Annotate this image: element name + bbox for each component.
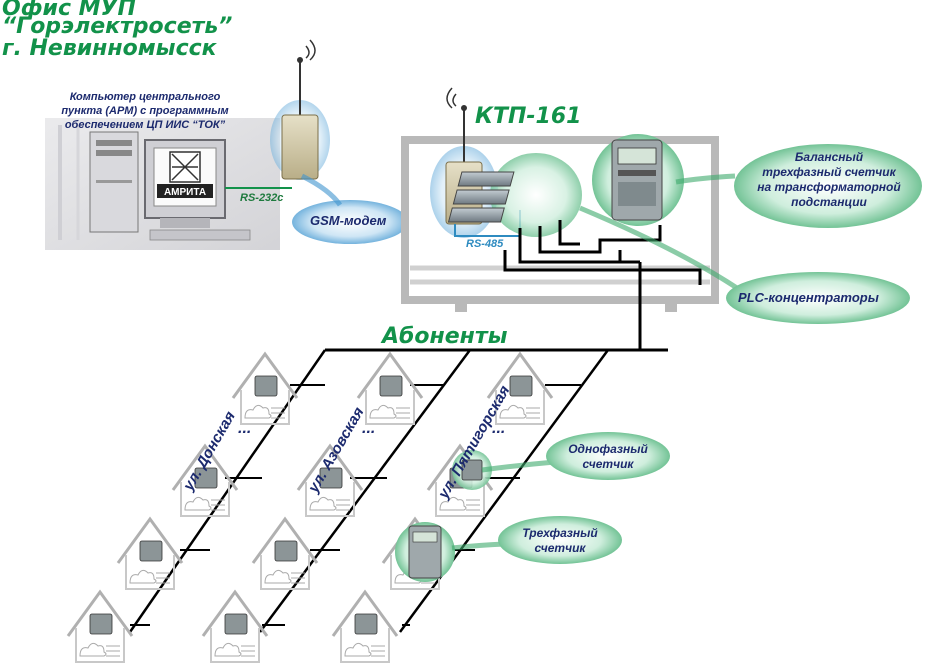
single-phase-caption-line: счетчик — [582, 457, 634, 471]
meter-icon — [254, 375, 278, 397]
gsm-modem-label: GSM-модем — [310, 213, 387, 228]
plc-concentrators — [447, 153, 582, 237]
antenna-signal-icon — [305, 39, 316, 61]
house-icon — [356, 351, 424, 425]
single-phase-caption-line: Однофазный — [568, 442, 648, 456]
balance-meter-caption-line: Балансный — [794, 150, 864, 164]
balance-meter-caption-line: трехфазный счетчик — [762, 165, 896, 179]
rs485-label: RS-485 — [466, 238, 504, 250]
meter-icon — [379, 375, 403, 397]
substation-antenna-signal-icon — [446, 87, 457, 109]
ellipsis-pyatigorskaya: ... — [492, 420, 506, 437]
balance-meter-caption-line: подстанции — [791, 195, 867, 209]
balance-meter-caption-line: на трансформаторной — [757, 180, 901, 194]
computer-caption-line: обеспечением ЦП ИИС “ТОК” — [64, 119, 226, 131]
balance-meter-caption: Балансный трехфазный счетчик на трансфор… — [734, 150, 924, 210]
gsm-callout-bubble — [292, 200, 408, 244]
single-phase-caption: Однофазный счетчик — [552, 442, 664, 472]
three-phase-callout — [498, 516, 622, 564]
house-icon — [296, 443, 364, 517]
meter-icon — [89, 613, 113, 635]
house-icon — [171, 443, 239, 517]
computer-caption-line: Компьютер центрального — [69, 91, 221, 103]
office-title-line2: “Горэлектросеть” — [2, 14, 233, 39]
meter-icon — [509, 375, 533, 397]
balance-meter-callout — [734, 144, 922, 228]
house-icon — [331, 589, 399, 663]
substation-wiring — [503, 220, 702, 350]
meter-icon — [354, 613, 378, 635]
plc-callout — [726, 272, 910, 324]
three-phase-caption-line: Трехфазный — [522, 526, 598, 540]
three-phase-meter — [395, 522, 455, 582]
single-phase-callout — [546, 432, 670, 480]
house-icon — [201, 589, 269, 663]
ellipsis-donskaya: ... — [238, 420, 252, 437]
house-icon — [486, 351, 554, 425]
computer-caption-line: пункта (АРМ) с программным — [61, 105, 229, 117]
office-computer-photo — [45, 118, 280, 250]
meter-icon — [194, 467, 218, 489]
meter-icon — [319, 467, 343, 489]
office-title-line3: г. Невинномысск — [2, 36, 217, 61]
house-icon — [66, 589, 134, 663]
office-gsm-modem — [270, 57, 330, 180]
house-icon — [251, 516, 319, 590]
rs232-label: RS-232c — [240, 192, 284, 204]
meter-icon — [274, 540, 298, 562]
house-icon — [231, 351, 299, 425]
office-title-line1: Офис МУП — [2, 0, 136, 21]
monitor-logo-text: АМРИТА — [164, 187, 206, 198]
ellipsis-azovskaya: ... — [362, 420, 376, 437]
balance-three-phase-meter — [592, 134, 684, 226]
houses-group — [66, 351, 554, 663]
plc-concentrators-label: PLC-концентраторы — [738, 290, 879, 305]
house-icon — [116, 516, 184, 590]
meter-icon — [139, 540, 163, 562]
three-phase-caption-line: счетчик — [534, 541, 586, 555]
substation-title: КТП-161 — [475, 104, 582, 129]
three-phase-caption: Трехфазный счетчик — [504, 526, 616, 556]
computer-caption: Компьютер центрального пункта (АРМ) с пр… — [35, 90, 255, 132]
street-feeders — [128, 349, 610, 633]
subscribers-label: Абоненты — [382, 324, 508, 349]
house-taps — [130, 384, 581, 626]
meter-icon — [224, 613, 248, 635]
